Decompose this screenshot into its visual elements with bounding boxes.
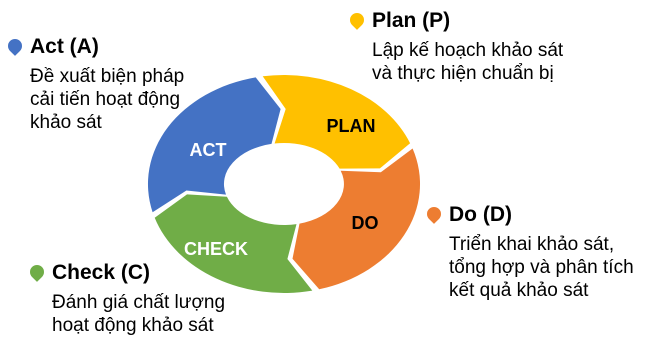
act-note-line: cải tiến hoạt động xyxy=(30,89,181,110)
do-note: Do (D) Triển khai khảo sát, tổng hợp và … xyxy=(427,203,634,302)
do-note-title: Do (D) xyxy=(449,203,512,226)
do-note-line: tổng hợp và phân tích xyxy=(449,257,634,278)
plan-arrow-segment xyxy=(262,74,411,169)
plan-pin-icon-shape xyxy=(350,12,364,30)
pdca-segment-labels: PLAN DO CHECK ACT xyxy=(184,116,379,259)
plan-note: Plan (P) Lập kế hoạch khảo sát và thực h… xyxy=(350,9,563,85)
do-note-header: Do (D) xyxy=(427,203,634,227)
plan-note-text: Lập kế hoạch khảo sát và thực hiện chuẩn… xyxy=(372,39,563,85)
check-note-title: Check (C) xyxy=(52,261,151,284)
plan-note-line: và thực hiện chuẩn bị xyxy=(372,63,554,84)
act-note-header: Act (A) xyxy=(8,35,184,59)
check-pin-icon-shape xyxy=(30,264,44,282)
check-segment-label: CHECK xyxy=(184,239,248,259)
check-pin-icon xyxy=(30,264,44,282)
do-pin-icon-shape xyxy=(427,206,441,224)
act-pin-icon xyxy=(8,38,22,56)
plan-pin-icon xyxy=(350,12,364,30)
do-note-text: Triển khai khảo sát, tổng hợp và phân tí… xyxy=(449,233,634,302)
plan-note-header: Plan (P) xyxy=(350,9,563,33)
act-note: Act (A) Đề xuất biện pháp cải tiến hoạt … xyxy=(8,35,184,134)
do-pin-icon xyxy=(427,206,441,224)
act-note-text: Đề xuất biện pháp cải tiến hoạt động khả… xyxy=(30,65,184,134)
act-pin-icon-shape xyxy=(8,38,22,56)
check-note-header: Check (C) xyxy=(30,261,225,285)
do-note-line: kết quả khảo sát xyxy=(449,280,589,301)
act-segment-label: ACT xyxy=(190,140,227,160)
check-arrow-segment xyxy=(154,194,313,293)
act-note-line: Đề xuất biện pháp xyxy=(30,66,185,87)
do-arrow-segment xyxy=(292,148,421,290)
check-note-line: hoạt động khảo sát xyxy=(52,315,214,336)
act-note-title: Act (A) xyxy=(30,35,99,58)
do-segment-label: DO xyxy=(352,213,379,233)
pdca-cycle-ring xyxy=(147,74,421,293)
act-arrow-segment xyxy=(147,77,281,213)
check-note-line: Đánh giá chất lượng xyxy=(52,292,226,313)
plan-segment-label: PLAN xyxy=(327,116,376,136)
plan-note-line: Lập kế hoạch khảo sát xyxy=(372,40,564,61)
plan-note-title: Plan (P) xyxy=(372,9,451,32)
check-note-text: Đánh giá chất lượng hoạt động khảo sát xyxy=(52,291,225,337)
act-note-line: khảo sát xyxy=(30,112,102,133)
check-note: Check (C) Đánh giá chất lượng hoạt động … xyxy=(30,261,225,337)
do-note-line: Triển khai khảo sát, xyxy=(449,234,615,255)
